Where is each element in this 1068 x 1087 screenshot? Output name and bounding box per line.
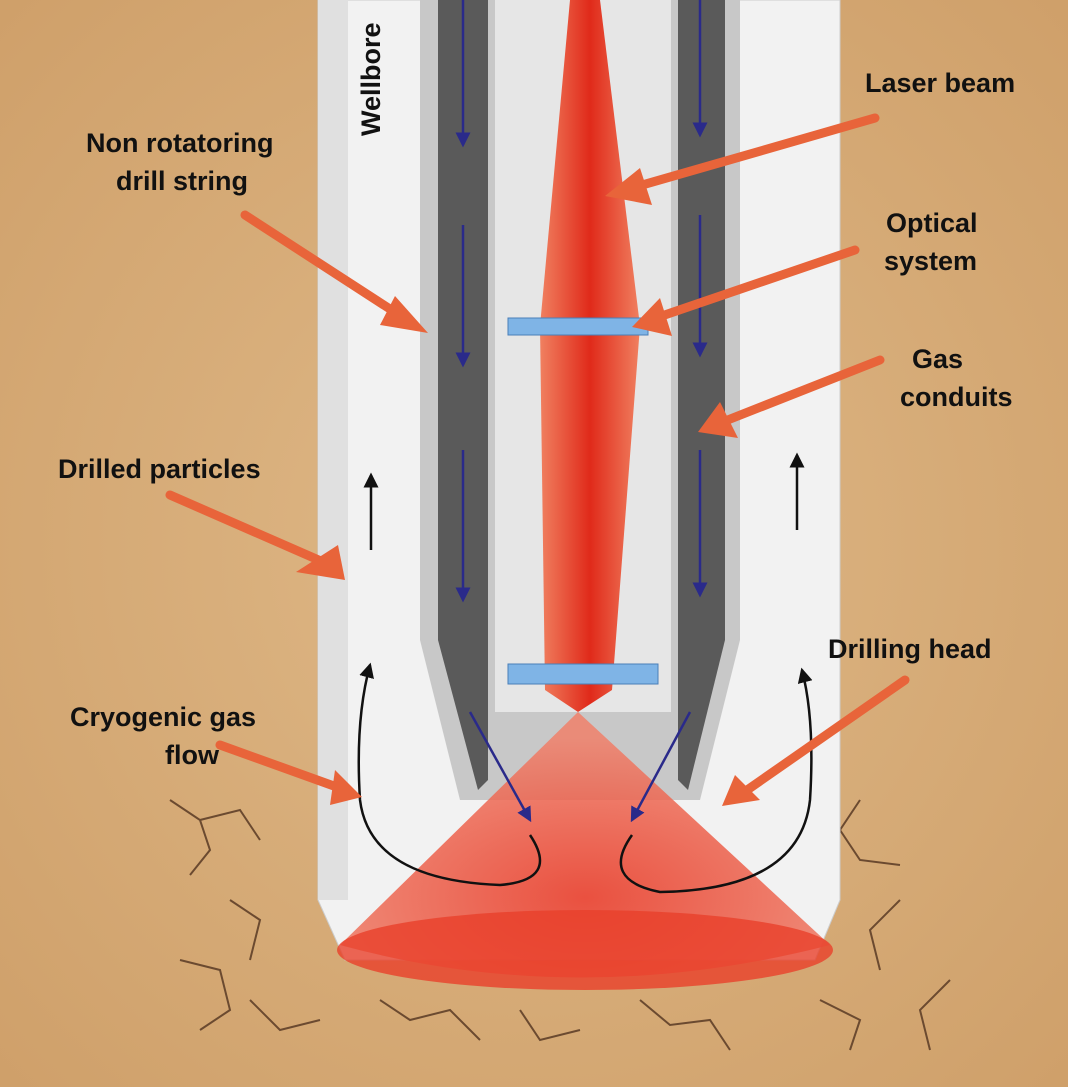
label-drilling-head: Drilling head	[828, 634, 992, 664]
label-optical-2: system	[884, 246, 977, 276]
label-wellbore: Wellbore	[356, 22, 386, 136]
label-gas-1: Gas	[912, 344, 963, 374]
wellbore-shade	[318, 0, 348, 900]
gas-conduit-left	[438, 0, 488, 790]
gas-flow-arrows	[455, 0, 708, 823]
lens-upper	[507, 317, 649, 336]
gas-conduit-right	[678, 0, 725, 790]
arrow-heads	[296, 168, 760, 806]
laser-beam	[540, 0, 640, 712]
label-cryo-1: Cryogenic gas	[70, 702, 256, 732]
label-cryo-2: flow	[165, 740, 220, 770]
label-optical-1: Optical	[886, 208, 978, 238]
laser-cone	[340, 712, 830, 978]
label-drill-string-2: drill string	[116, 166, 248, 196]
return-flow-arrows	[357, 452, 813, 894]
melt-zone	[337, 910, 833, 990]
rock-cracks	[169, 799, 951, 1051]
label-arrows	[165, 113, 910, 800]
lens-lower	[507, 663, 659, 685]
label-drilled-particles: Drilled particles	[58, 454, 261, 484]
label-laser-beam: Laser beam	[865, 68, 1015, 98]
label-gas-2: conduits	[900, 382, 1013, 412]
label-drill-string-1: Non rotatoring	[86, 128, 273, 158]
